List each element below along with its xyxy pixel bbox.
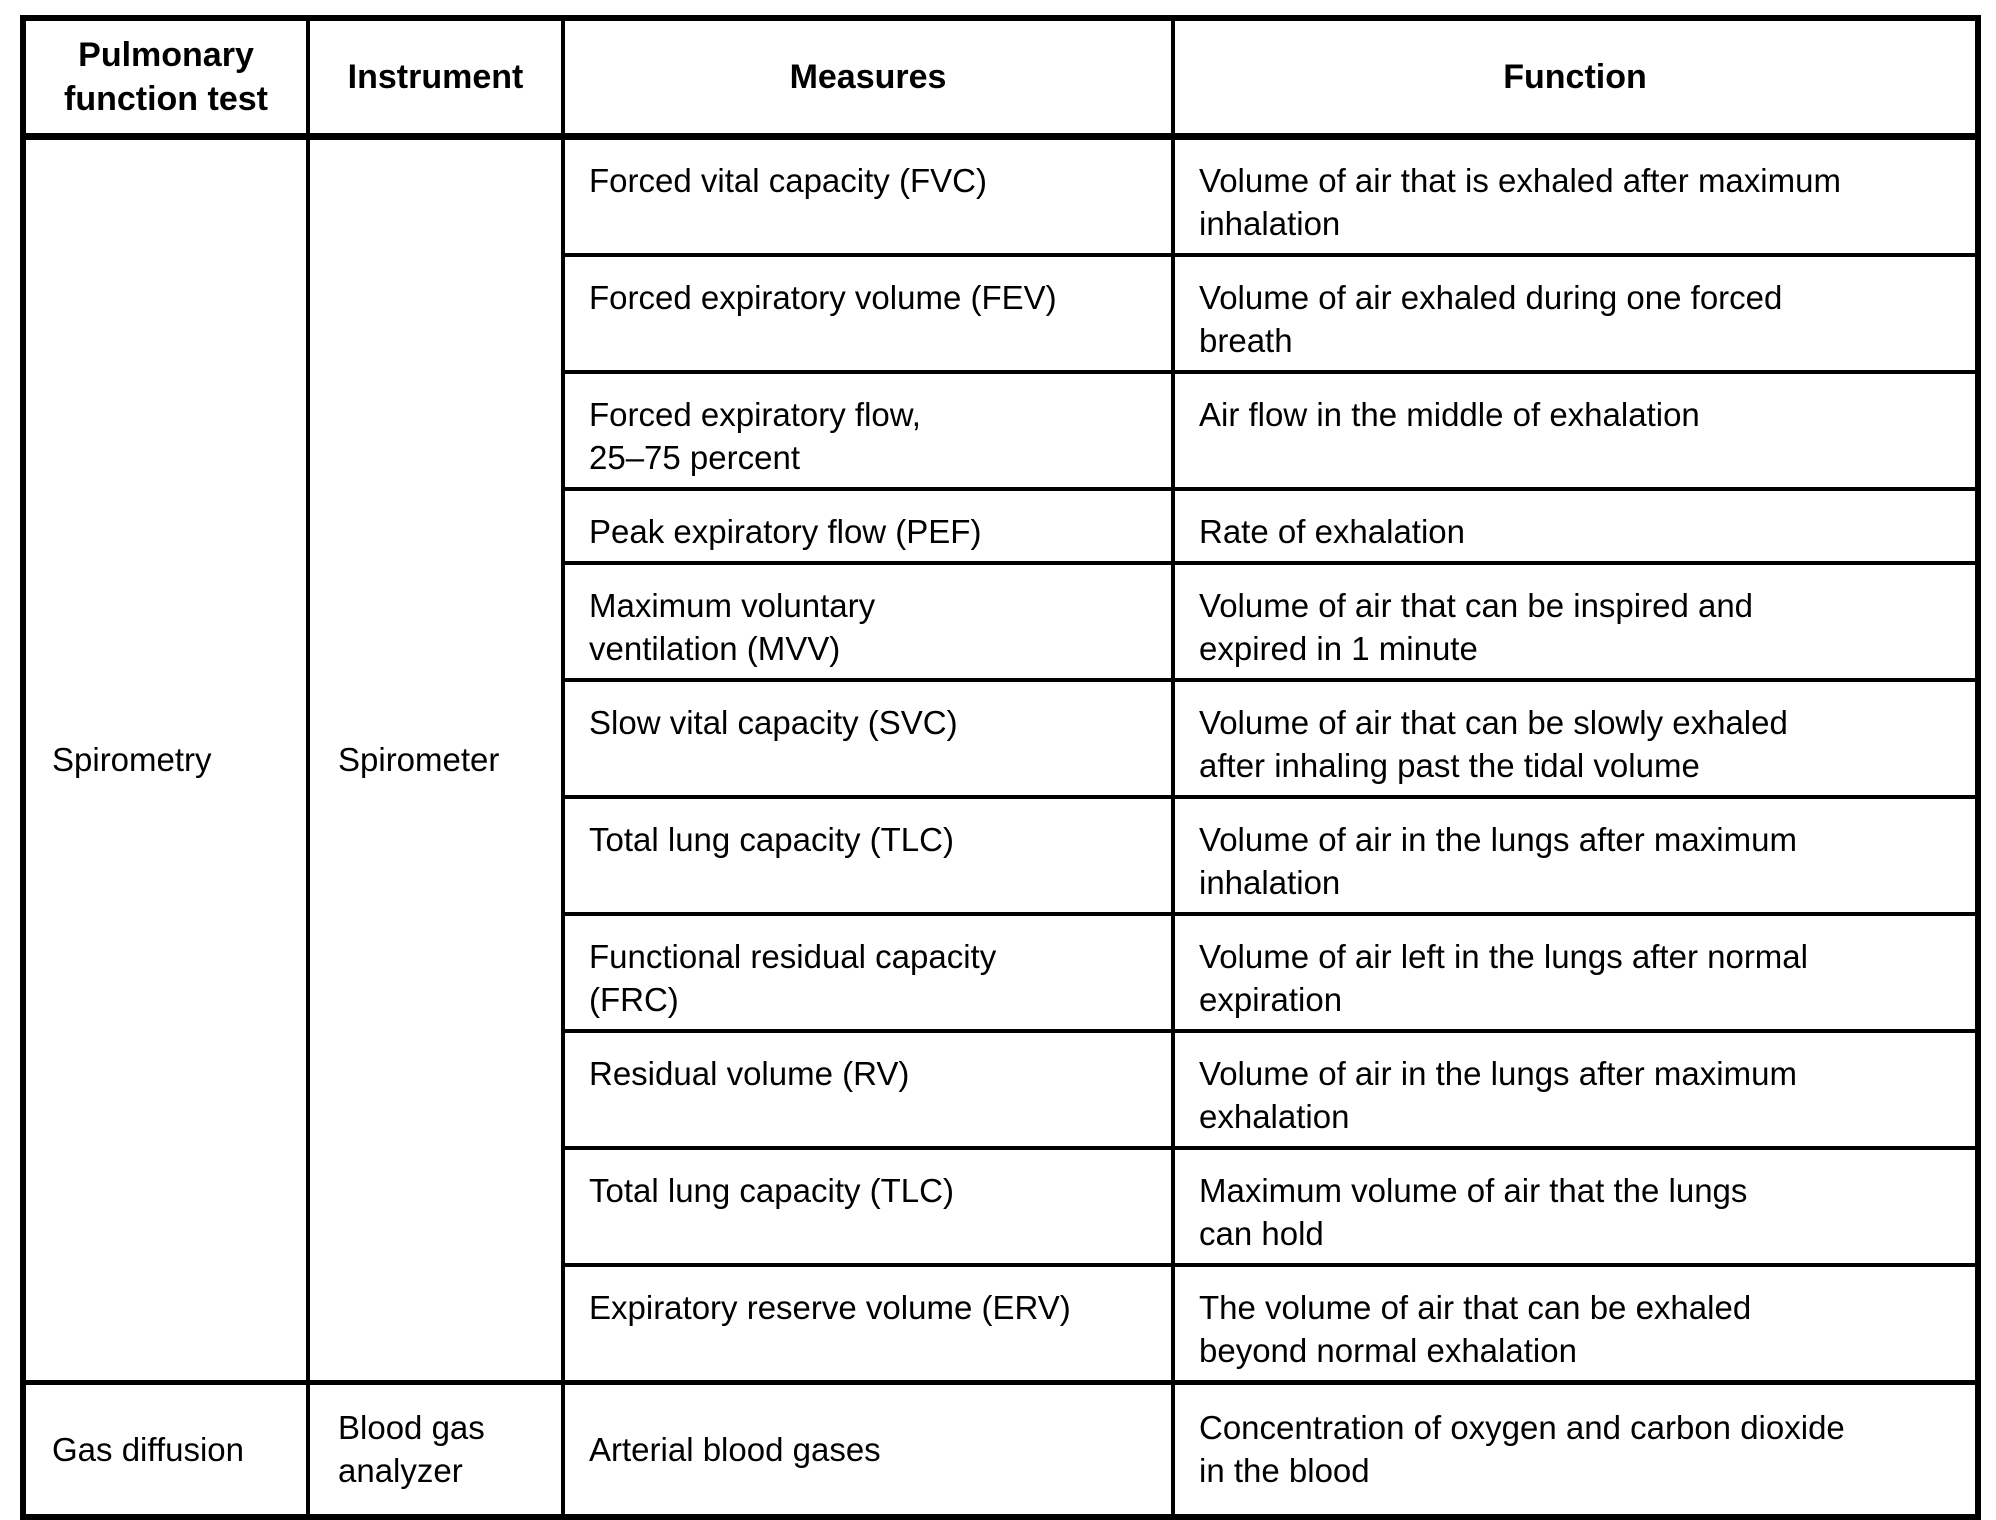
function-cell: Volume of air that can be inspired and e… xyxy=(1171,560,1980,682)
function-cell: Volume of air in the lungs after maximum… xyxy=(1171,794,1980,916)
measure-cell: Forced expiratory flow, 25–75 percent xyxy=(561,369,1175,491)
table-row: Forced expiratory volume (FEV)Volume of … xyxy=(23,252,1980,374)
function-cell: Volume of air in the lungs after maximum… xyxy=(1171,1028,1980,1150)
function-cell: Concentration of oxygen and carbon dioxi… xyxy=(1171,1379,1980,1519)
table-row: Expiratory reserve volume (ERV)The volum… xyxy=(23,1262,1980,1384)
table-row: Residual volume (RV)Volume of air in the… xyxy=(23,1028,1980,1150)
measure-cell: Forced expiratory volume (FEV) xyxy=(561,252,1175,374)
column-header-pulmonary-function-test: Pulmonary function test xyxy=(21,16,310,140)
page: Pulmonary function test Instrument Measu… xyxy=(20,15,1981,1520)
function-cell: Volume of air that is exhaled after maxi… xyxy=(1171,134,1980,257)
table-row: Functional residual capacity (FRC)Volume… xyxy=(23,911,1980,1033)
table-row: Total lung capacity (TLC)Volume of air i… xyxy=(23,794,1980,916)
measure-cell: Slow vital capacity (SVC) xyxy=(561,677,1175,799)
table-row: Maximum voluntary ventilation (MVV)Volum… xyxy=(23,560,1980,682)
function-cell: Volume of air that can be slowly exhaled… xyxy=(1171,677,1980,799)
function-cell: Air flow in the middle of exhalation xyxy=(1171,369,1980,491)
measure-cell: Functional residual capacity (FRC) xyxy=(561,911,1175,1033)
function-cell: Volume of air exhaled during one forced … xyxy=(1171,252,1980,374)
pulmonary-function-table: Pulmonary function test Instrument Measu… xyxy=(20,15,1981,1520)
function-cell: Rate of exhalation xyxy=(1171,486,1980,565)
column-header-function: Function xyxy=(1171,16,1980,140)
pulmonary-function-test-cell: Spirometry xyxy=(21,134,310,1384)
measure-cell: Residual volume (RV) xyxy=(561,1028,1175,1150)
function-cell: The volume of air that can be exhaled be… xyxy=(1171,1262,1980,1384)
column-header-instrument: Instrument xyxy=(306,16,565,140)
measure-cell: Peak expiratory flow (PEF) xyxy=(561,486,1175,565)
instrument-cell: Spirometer xyxy=(306,134,565,1384)
table-row: Peak expiratory flow (PEF)Rate of exhala… xyxy=(23,486,1980,565)
measure-cell: Total lung capacity (TLC) xyxy=(561,794,1175,916)
measure-cell: Expiratory reserve volume (ERV) xyxy=(561,1262,1175,1384)
table-row: Total lung capacity (TLC)Maximum volume … xyxy=(23,1145,1980,1267)
measure-cell: Forced vital capacity (FVC) xyxy=(561,134,1175,257)
measure-cell: Total lung capacity (TLC) xyxy=(561,1145,1175,1267)
measure-cell: Maximum voluntary ventilation (MVV) xyxy=(561,560,1175,682)
measure-cell: Arterial blood gases xyxy=(561,1379,1175,1519)
instrument-cell: Blood gas analyzer xyxy=(306,1379,565,1519)
function-cell: Volume of air left in the lungs after no… xyxy=(1171,911,1980,1033)
function-cell: Maximum volume of air that the lungs can… xyxy=(1171,1145,1980,1267)
header-row: Pulmonary function test Instrument Measu… xyxy=(21,16,1980,140)
table-row: Slow vital capacity (SVC)Volume of air t… xyxy=(23,677,1980,799)
column-header-measures: Measures xyxy=(561,16,1175,140)
pulmonary-function-test-cell: Gas diffusion xyxy=(21,1379,310,1519)
